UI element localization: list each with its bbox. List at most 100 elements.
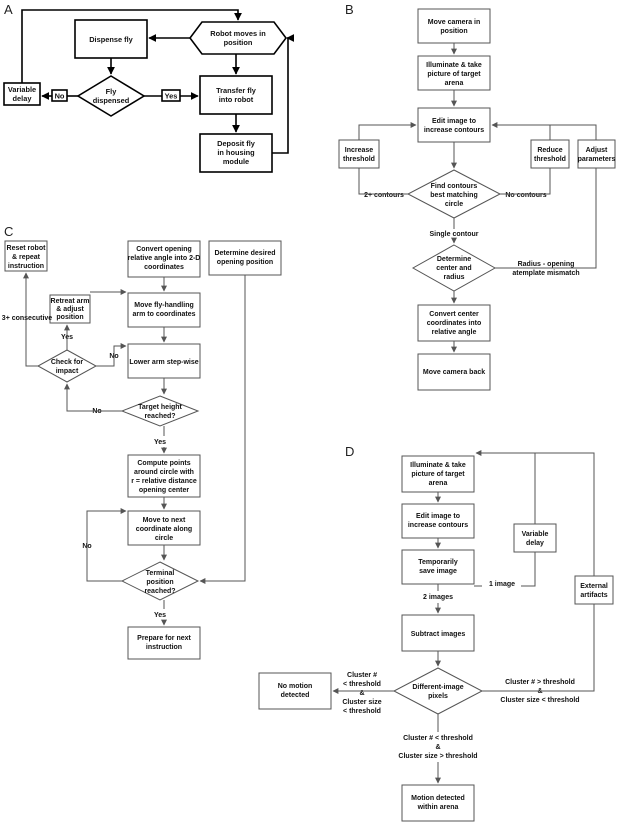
panel-c: Reset robot & repeat instruction Convert… (2, 240, 282, 660)
deposit-fly-text-2: in housing (217, 148, 255, 157)
prepare-1: Prepare for next (137, 635, 191, 642)
terminal-1: Terminal (146, 570, 175, 577)
different-pixels-diamond (392, 667, 484, 715)
convert-opening-3: coordinates (144, 264, 184, 271)
temp-save-box (401, 549, 475, 585)
line-no-contours (500, 168, 551, 195)
move-next-3: circle (155, 535, 173, 542)
transfer-fly-text-2: into robot (219, 95, 254, 104)
two-plus-contours-label: 2+ contours (364, 192, 404, 199)
determine-desired-1: Determine desired (214, 250, 275, 257)
no-motion-2: detected (281, 692, 310, 699)
check-impact-1: Check for (51, 359, 84, 366)
arrow-desired-to-terminal (199, 275, 246, 584)
lower-arm-box (127, 343, 201, 379)
illuminate-box-d (401, 455, 475, 493)
left-cond-4: Cluster size (342, 699, 381, 706)
panel-c-label: C (4, 224, 13, 239)
reset-robot-1: Reset robot (7, 245, 47, 252)
motion-detected-1: Motion detected (411, 795, 465, 802)
two-images-label: 2 images (423, 594, 453, 601)
retreat-arm-box (49, 294, 91, 324)
convert-opening-1: Convert opening (136, 246, 192, 253)
target-height-1: Target height (138, 404, 182, 411)
no-contours-label: No contours (505, 192, 546, 199)
edit-image-d-1: Edit image to (416, 513, 460, 520)
determine-center-1: Determine (437, 256, 471, 263)
arrow-check-to-reset (23, 272, 38, 367)
illuminate-d-1: Illuminate & take (410, 462, 466, 469)
radius-mismatch-1: Radius - opening (518, 261, 575, 268)
compute-points-1: Compute points (137, 460, 190, 467)
deposit-fly-text-1: Deposit fly (217, 139, 256, 148)
target-height-diamond (120, 395, 200, 427)
move-next-1: Move to next (143, 517, 186, 524)
edit-image-b-1: Edit image to (432, 118, 476, 125)
move-camera-back-box (417, 353, 491, 391)
increase-threshold-1: Increase (345, 147, 374, 154)
move-arm-1: Move fly-handling (134, 302, 194, 309)
determine-center-2: center and (436, 265, 471, 272)
compute-points-box (127, 454, 201, 498)
temp-save-1: Temporarily (418, 559, 458, 566)
retreat-arm-2: & adjust (56, 306, 84, 313)
bottom-cond-2: & (435, 744, 440, 751)
check-impact-diamond (36, 349, 98, 383)
different-1: Different-image (412, 684, 463, 691)
move-camera-box (417, 8, 491, 44)
arrow-target-no-to-check (64, 383, 122, 412)
temp-save-2: save image (419, 568, 457, 575)
left-cond-1: Cluster # (347, 672, 377, 679)
panel-d: Illuminate & take picture of target aren… (258, 450, 614, 822)
lower-arm-text: Lower arm step-wise (129, 359, 198, 366)
left-cond-2: < threshold (343, 681, 381, 688)
subtract-text: Subtract images (411, 631, 466, 638)
external-artifacts-box (574, 575, 614, 605)
line-one-image-b (521, 552, 536, 587)
edit-image-d-2: increase contours (408, 522, 468, 529)
yes-label-a: Yes (165, 92, 178, 101)
subtract-box (401, 614, 475, 652)
retreat-arm-1: Retreat arm (51, 298, 90, 305)
radius-mismatch-2: atemplate mismatch (512, 270, 579, 277)
illuminate-b-2: picture of target (427, 71, 481, 78)
edit-image-b-2: increase contours (424, 127, 484, 134)
right-cond-1: Cluster # > threshold (505, 679, 575, 686)
one-image-label: 1 image (489, 581, 515, 588)
right-cond-3: Cluster size < threshold (500, 697, 579, 704)
yes-label-c3: Yes (154, 612, 166, 619)
external-1: External (580, 583, 608, 590)
convert-center-3: relative angle (432, 329, 477, 336)
motion-detected-2: within arena (417, 804, 459, 811)
increase-threshold-box (338, 139, 380, 169)
increase-threshold-2: threshold (343, 156, 375, 163)
variable-delay-a-1: Variable (8, 85, 36, 94)
convert-center-1: Convert center (429, 311, 479, 318)
move-camera-1: Move camera in (428, 19, 481, 26)
prepare-2: instruction (146, 644, 182, 651)
convert-opening-2: relative angle into 2-D (128, 255, 201, 262)
robot-moves-text-1: Robot moves in (210, 29, 266, 38)
arrow-increase-to-edit (358, 122, 417, 140)
illuminate-d-3: arena (429, 480, 448, 487)
edit-image-box-b (417, 107, 491, 143)
compute-points-2: around circle with (134, 469, 194, 476)
fly-dispensed-text-1: Fly (106, 87, 118, 96)
find-contours-2: best matching (430, 192, 477, 199)
deposit-fly-text-3: module (223, 157, 249, 166)
illuminate-d-2: picture of target (411, 471, 465, 478)
panel-d-label: D (345, 444, 354, 459)
dispense-fly-box (74, 19, 148, 59)
line-radius-mismatch (495, 168, 597, 269)
fly-dispensed-text-2: dispensed (93, 96, 130, 105)
variable-delay-d-1: Variable (522, 531, 549, 538)
find-contours-1: Find contours (431, 183, 478, 190)
no-label-a: No (55, 92, 65, 101)
adjust-parameters-1: Adjust (586, 147, 608, 154)
deposit-fly-box (199, 133, 273, 173)
convert-center-2: coordinates into (427, 320, 481, 327)
find-contours-3: circle (445, 201, 463, 208)
edit-image-box-d (401, 503, 475, 539)
